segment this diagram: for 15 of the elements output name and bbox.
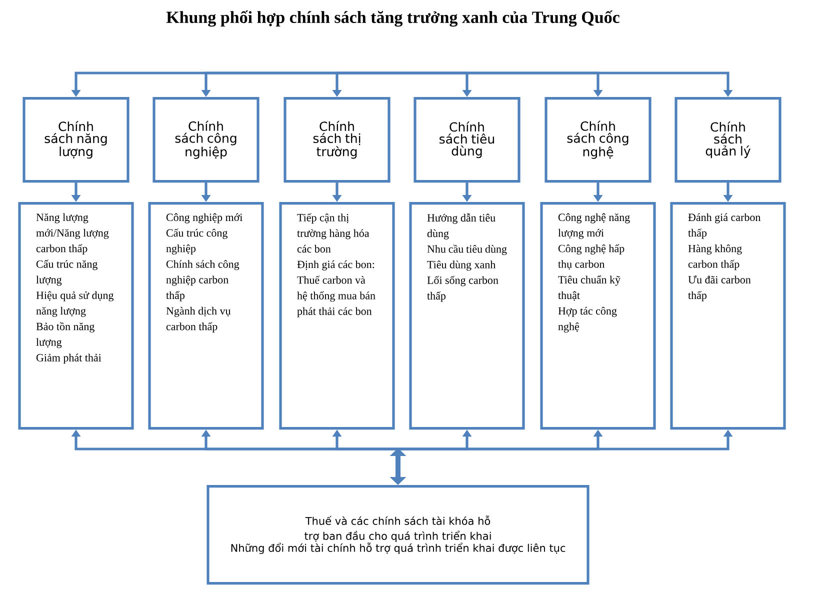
- measure-box: Năng lượng mới/Năng lượng carbon thấp Cấu trúc năng lượng Hiệu quả sử dụng năng lượng Bảo tồn năng lượng Giảm phát thải: [18, 202, 134, 430]
- policy-box: Chính sách tiêu dùng: [414, 97, 520, 183]
- measure-box: Đánh giá carbon thấp Hàng không carbon thấp Ưu đãi carbon thấp: [670, 202, 786, 430]
- policy-box: Chính sách quản lý: [674, 97, 782, 183]
- support-box: Thuế và các chính sách tài khóa hỗ trợ ban đầu cho quá trình triển khai Những đổi mới tài chính hỗ trợ quá trình triển khai được liên tục: [206, 485, 590, 585]
- title: Khung phối hợp chính sách tăng trưởng xanh của Trung Quốc: [166, 10, 620, 27]
- measure-box: Tiếp cận thị trường hàng hóa các bon Định giá các bon: Thuế carbon và hệ thống mua bán phát thải các bon: [279, 202, 395, 430]
- policy-box: Chính sách công nghệ: [544, 97, 652, 183]
- policy-box: Chính sách công nghiệp: [152, 97, 260, 183]
- double-arrow: [390, 448, 406, 485]
- measure-box: Công nghiệp mới Cấu trúc công nghiệp Chính sách công nghiệp carbon thấp Ngành dịch vụ carbon thấp: [148, 202, 264, 430]
- measure-box: Công nghệ năng lượng mới Công nghệ hấp thụ carbon Tiêu chuẩn kỹ thuật Hợp tác công nghệ: [540, 202, 656, 430]
- policy-box: Chính sách năng lượng: [22, 97, 130, 183]
- policy-box: Chính sách thị trường: [284, 97, 390, 183]
- measure-box: Hướng dẫn tiêu dùng Nhu cầu tiêu dùng Tiêu dùng xanh Lối sống carbon thấp: [409, 202, 525, 430]
